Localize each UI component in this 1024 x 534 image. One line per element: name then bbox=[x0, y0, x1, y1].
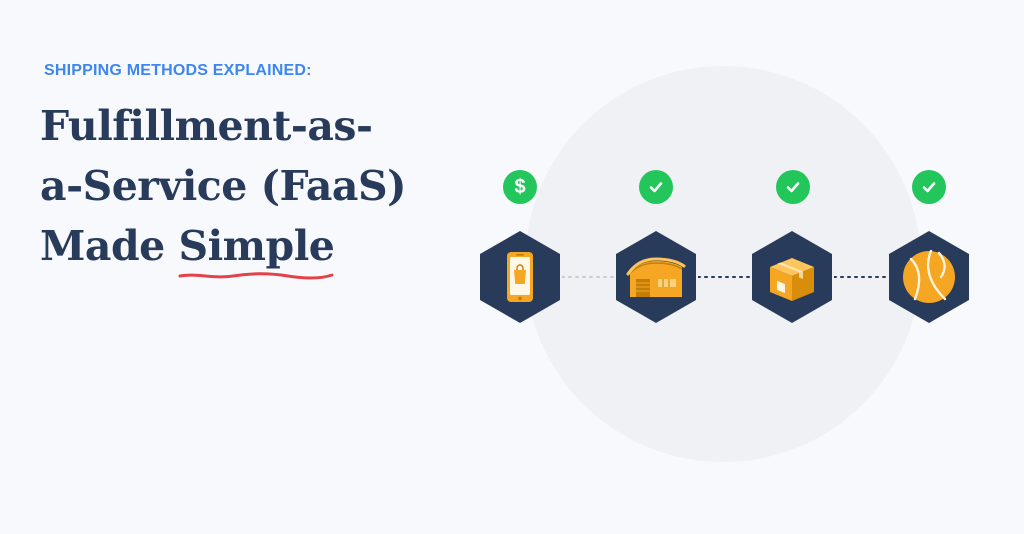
step-order-hexagon bbox=[478, 229, 562, 325]
connector-2 bbox=[698, 276, 754, 278]
globe-icon bbox=[889, 231, 969, 323]
background-circle bbox=[525, 66, 921, 462]
smartphone-shopping-bag-icon bbox=[480, 231, 560, 323]
package-box-icon bbox=[752, 231, 832, 323]
check-icon bbox=[912, 170, 946, 204]
step-warehouse-hexagon bbox=[614, 229, 698, 325]
title-line-1: Fulfillment-as- bbox=[40, 102, 373, 150]
title-line-2: a-Service (FaaS) bbox=[40, 162, 407, 210]
title-line-3: Made Simple bbox=[40, 216, 406, 280]
connector-1 bbox=[562, 276, 618, 278]
warehouse-icon bbox=[616, 231, 696, 323]
dollar-symbol: $ bbox=[514, 175, 526, 198]
title-underlined-text: Simple bbox=[178, 222, 335, 270]
step-delivery-hexagon bbox=[887, 229, 971, 325]
page-title: Fulfillment-as- a-Service (FaaS) Made Si… bbox=[40, 96, 407, 280]
connector-3 bbox=[834, 276, 890, 278]
check-icon bbox=[639, 170, 673, 204]
title-underlined-word: Simple bbox=[178, 216, 335, 280]
title-line-3-prefix: Made bbox=[40, 222, 179, 270]
wavy-underline bbox=[178, 272, 334, 280]
dollar-icon: $ bbox=[503, 170, 537, 204]
step-package-hexagon bbox=[750, 229, 834, 325]
check-icon bbox=[776, 170, 810, 204]
eyebrow-label: SHIPPING METHODS EXPLAINED: bbox=[44, 62, 312, 79]
